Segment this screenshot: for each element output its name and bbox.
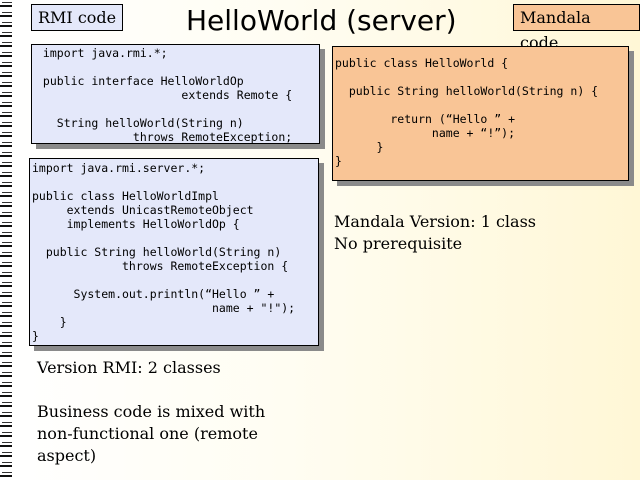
rmi-impl-code-box: import java.rmi.server.*; public class H… (29, 158, 319, 346)
rmi-version-note: Version RMI: 2 classes (37, 358, 221, 377)
slide-title: HelloWorld (server) (186, 4, 457, 37)
mandala-code-label: Mandala code (513, 4, 640, 52)
rmi-code-label: RMI code (31, 4, 124, 31)
rmi-business-note: Business code is mixed with non-function… (37, 402, 266, 465)
rmi-interface-code-box: import java.rmi.*; public interface Hell… (31, 44, 320, 144)
mandala-version-note: Mandala Version: 1 class No prerequisite (334, 212, 536, 253)
spiral-binding (0, 0, 22, 480)
mandala-code-box: public class HelloWorld { public String … (332, 46, 629, 181)
